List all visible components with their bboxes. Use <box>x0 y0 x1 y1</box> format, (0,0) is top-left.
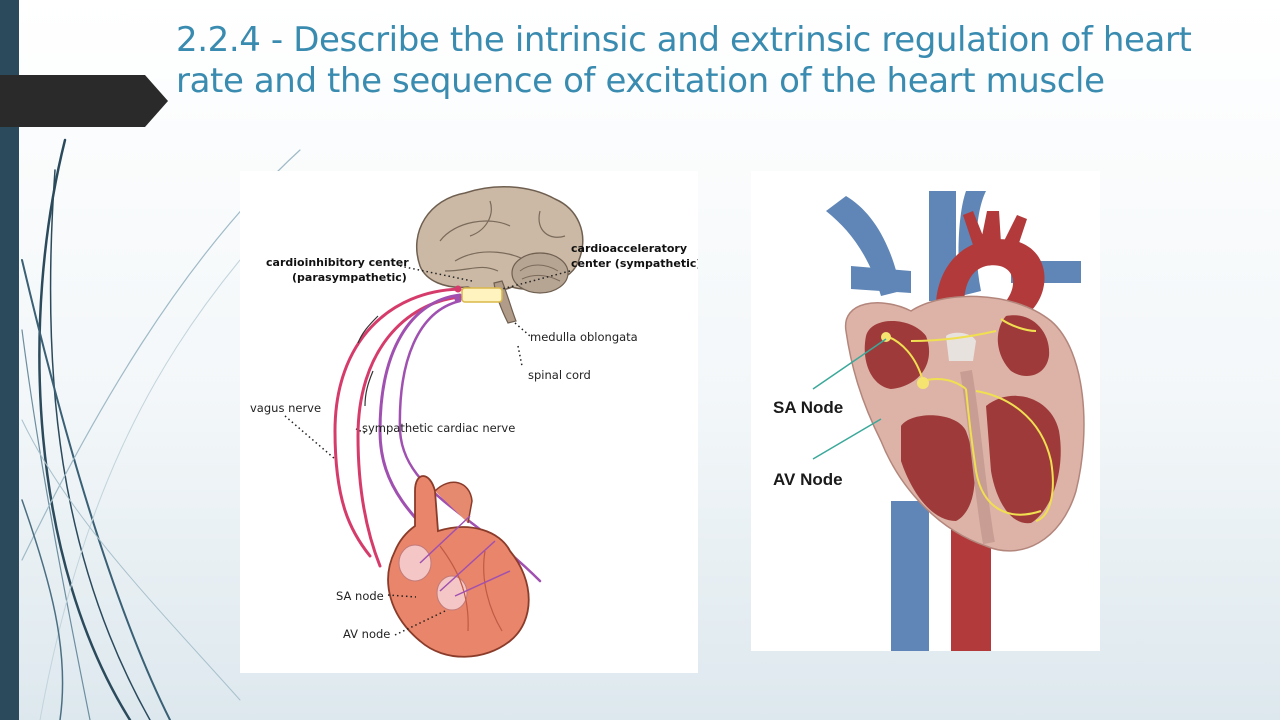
heart-nerve-illustration: cardioinhibitory center (parasympathetic… <box>240 171 698 673</box>
label-medulla-oblongata: medulla oblongata <box>530 330 638 344</box>
label-sa-node: SA Node <box>773 398 843 417</box>
heart-nerve-diagram: cardioinhibitory center (parasympathetic… <box>240 171 698 673</box>
label-av-node: AV Node <box>773 470 843 489</box>
label-parasympathetic: (parasympathetic) <box>292 271 407 284</box>
label-sympathetic: center (sympathetic) <box>571 257 698 270</box>
label-spinal-cord: spinal cord <box>528 368 591 382</box>
heart-illustration <box>388 476 529 657</box>
title-arrow-shape <box>0 75 170 127</box>
label-sympathetic-cardiac-nerve: sympathetic cardiac nerve <box>362 421 515 435</box>
label-vagus-nerve: vagus nerve <box>250 401 321 415</box>
heart-conduction-diagram: SA Node AV Node <box>751 171 1100 651</box>
label-cardioacceleratory-center: cardioacceleratory <box>571 242 687 255</box>
av-node-marker <box>917 377 929 389</box>
heart-conduction-illustration: SA Node AV Node <box>751 171 1100 651</box>
brain-illustration <box>417 187 583 323</box>
label-av-node: AV node <box>343 627 390 641</box>
slide-title: 2.2.4 - Describe the intrinsic and extri… <box>176 20 1266 102</box>
label-sa-node: SA node <box>336 589 384 603</box>
label-cardioinhibitory-center: cardioinhibitory center <box>266 256 409 269</box>
heart-cross-section <box>846 296 1084 550</box>
